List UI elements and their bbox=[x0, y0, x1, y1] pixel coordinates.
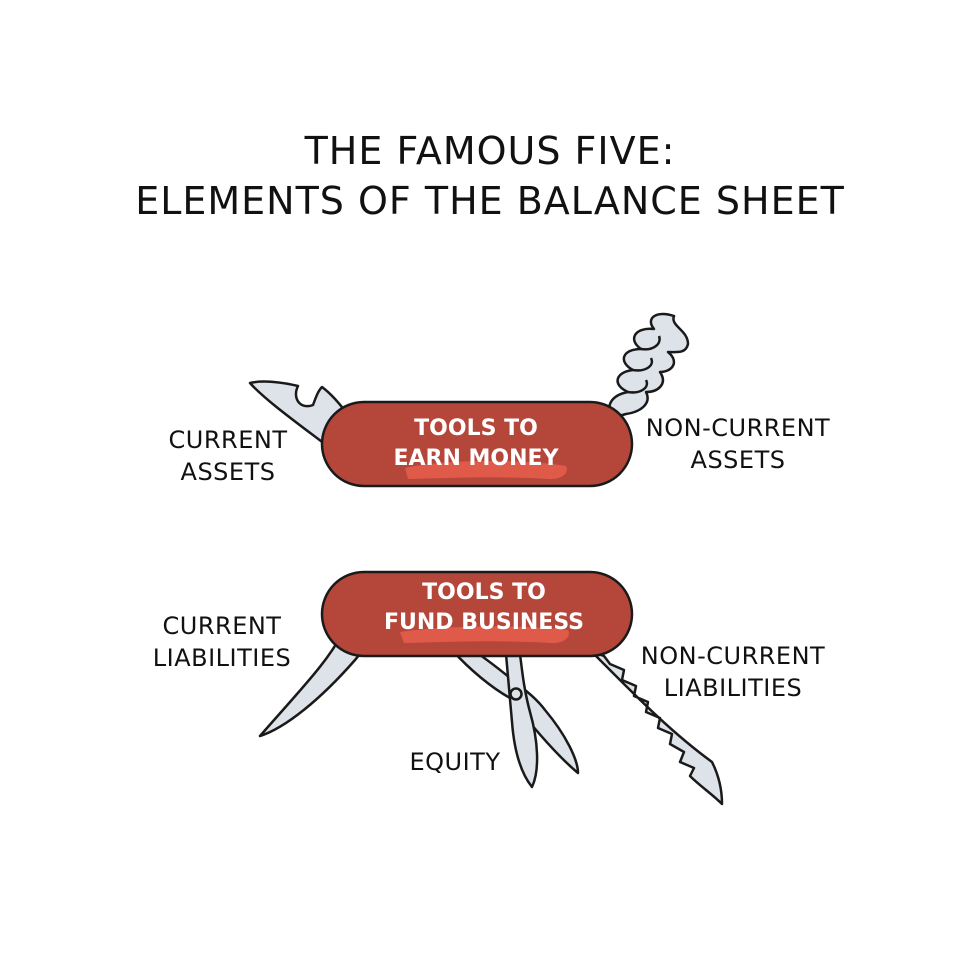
current-liabilities-line-1: CURRENT bbox=[162, 612, 282, 640]
liabilities-knife-label: TOOLS TO FUND BUSINESS bbox=[384, 578, 584, 638]
assets-knife-highlight bbox=[405, 460, 567, 480]
assets-knife-line-2: EARN MONEY bbox=[393, 446, 559, 471]
current-assets-line-2: ASSETS bbox=[180, 458, 276, 486]
liabilities-knife-line-1: TOOLS TO bbox=[422, 580, 546, 605]
title-line-2: ELEMENTS OF THE BALANCE SHEET bbox=[135, 179, 845, 223]
assets-knife-line-1: TOOLS TO bbox=[414, 416, 538, 441]
title-line-1: THE FAMOUS FIVE: bbox=[304, 129, 676, 173]
corkscrew bbox=[608, 312, 690, 420]
current-assets-line-1: CURRENT bbox=[168, 426, 288, 454]
non-current-assets-line-1: NON-CURRENT bbox=[645, 414, 831, 442]
non-current-assets-line-2: ASSETS bbox=[690, 446, 786, 474]
current-liabilities-line-2: LIABILITIES bbox=[152, 644, 292, 672]
non-current-liabilities-label: NON-CURRENT LIABILITIES bbox=[641, 640, 825, 704]
scissors bbox=[450, 646, 580, 789]
current-assets-label: CURRENT ASSETS bbox=[169, 424, 288, 488]
saw-blade bbox=[590, 650, 724, 806]
equity-label: EQUITY bbox=[409, 746, 500, 778]
non-current-liabilities-line-2: LIABILITIES bbox=[663, 674, 803, 702]
liabilities-knife-highlight bbox=[400, 626, 569, 644]
current-liabilities-label: CURRENT LIABILITIES bbox=[153, 610, 292, 674]
assets-knife-label: TOOLS TO EARN MONEY bbox=[393, 414, 558, 474]
equity-line-1: EQUITY bbox=[409, 748, 501, 776]
non-current-assets-label: NON-CURRENT ASSETS bbox=[646, 412, 830, 476]
liabilities-knife-line-2: FUND BUSINESS bbox=[383, 610, 585, 635]
non-current-liabilities-line-1: NON-CURRENT bbox=[640, 642, 826, 670]
